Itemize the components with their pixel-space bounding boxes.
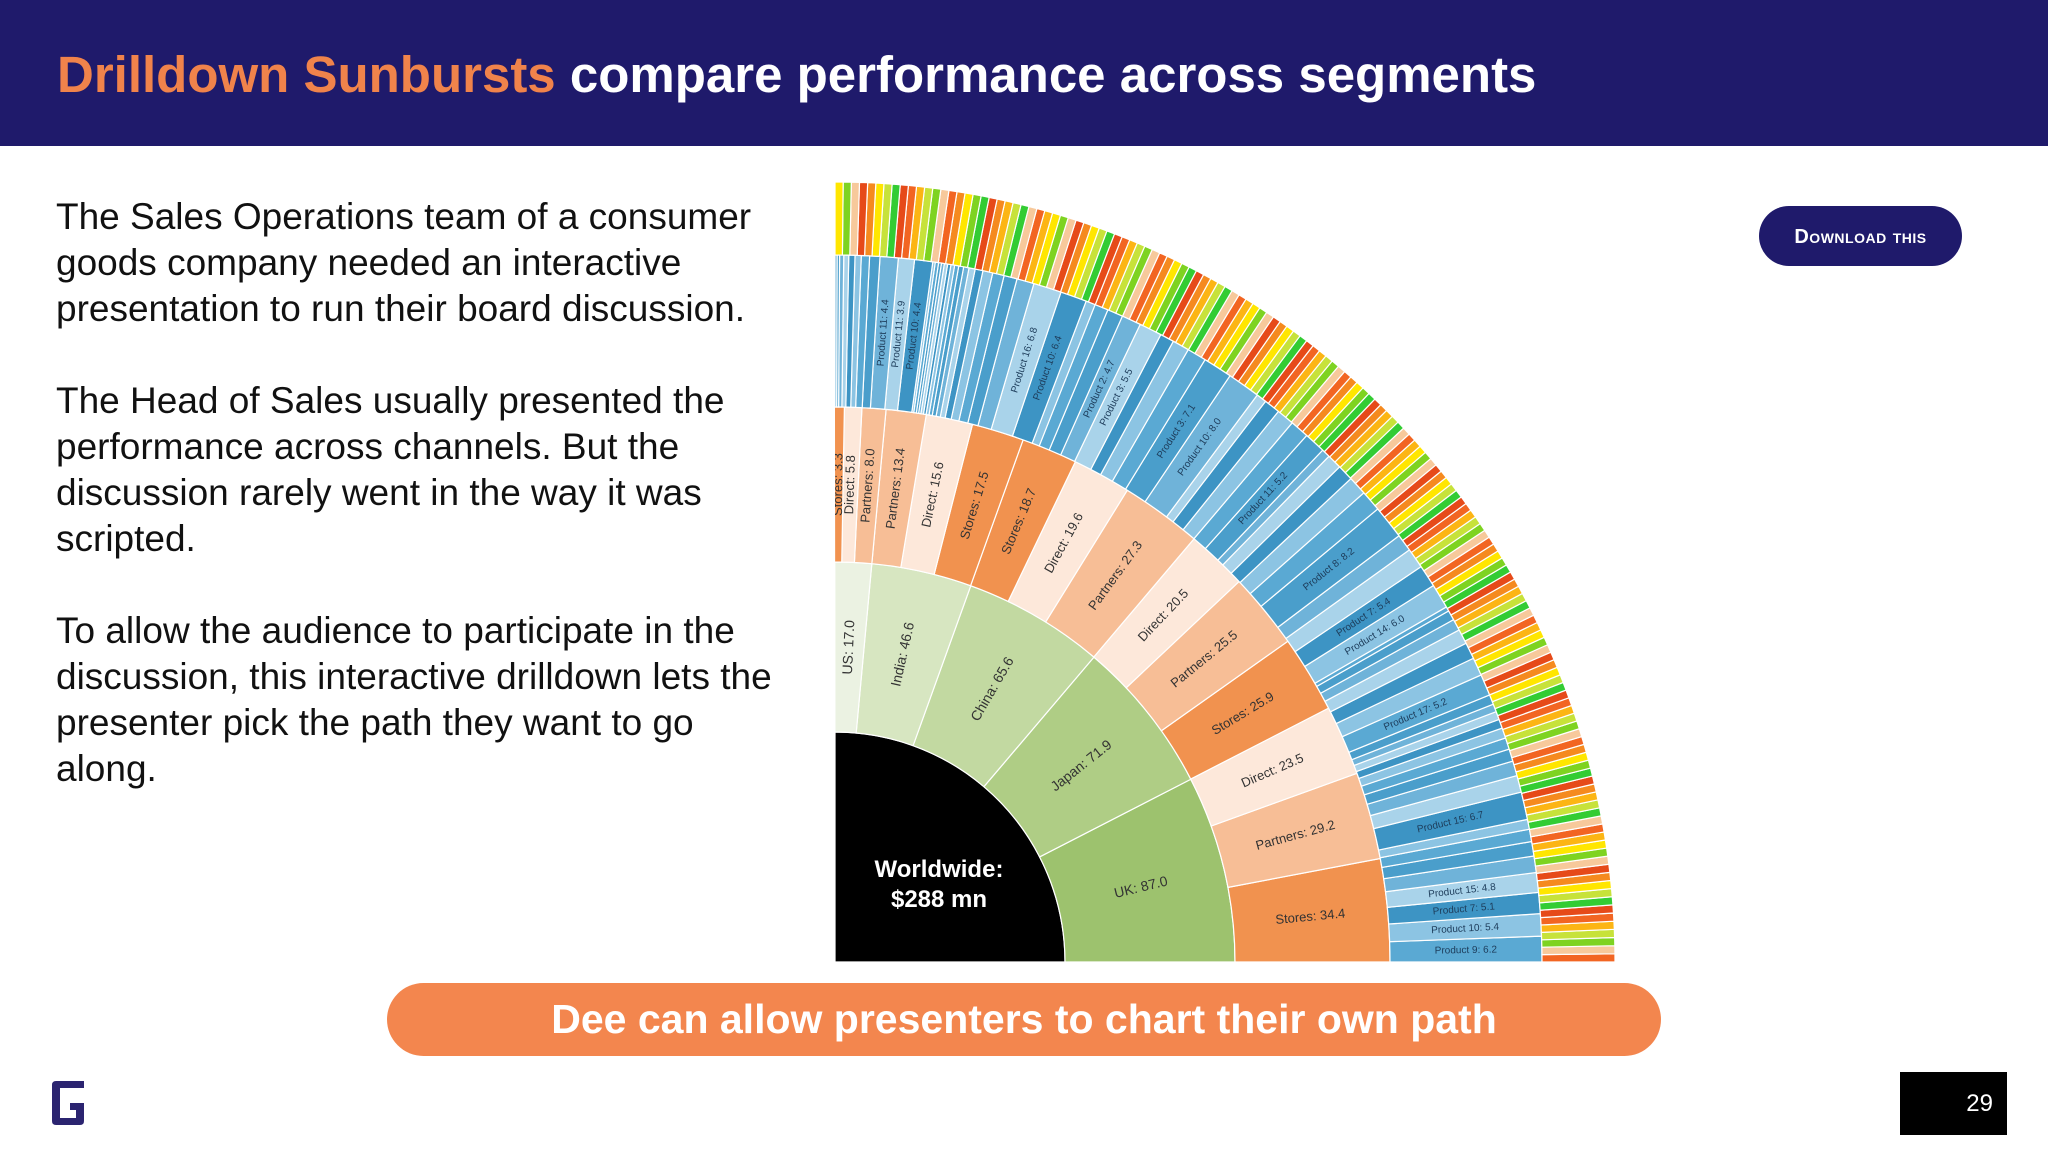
sunburst-root-value: $288 mn bbox=[891, 886, 987, 913]
product-segment-label-2: Product 7: 5.1 bbox=[1432, 901, 1495, 917]
product-segment-label-70: Product 11: 4.4 bbox=[875, 299, 891, 367]
outer-ring-segment-148[interactable] bbox=[841, 181, 852, 256]
header-bar: Drilldown Sunbursts compare performance … bbox=[0, 0, 2048, 146]
body-text: The Sales Operations team of a consumer … bbox=[56, 194, 796, 838]
title-highlight: Drilldown Sunbursts bbox=[57, 46, 556, 103]
channel-segment-label-13: Direct: 5.8 bbox=[841, 455, 858, 515]
product-segment-label-0: Product 9: 6.2 bbox=[1435, 945, 1498, 957]
title-rest: compare performance across segments bbox=[555, 46, 1537, 103]
paragraph-3: To allow the audience to participate in … bbox=[56, 610, 772, 789]
sunburst-root-label: Worldwide: bbox=[875, 856, 1004, 883]
channel-segment-label-14: Stores: 3.3 bbox=[835, 453, 845, 516]
callout-banner: Dee can allow presenters to chart their … bbox=[387, 983, 1661, 1056]
company-logo-icon bbox=[52, 1081, 84, 1125]
product-segment-78[interactable] bbox=[835, 254, 838, 408]
country-segment-label-4: US: 17.0 bbox=[839, 619, 857, 674]
product-segment-label-1: Product 10: 5.4 bbox=[1431, 922, 1500, 937]
page-title: Drilldown Sunbursts compare performance … bbox=[57, 44, 1536, 106]
paragraph-1: The Sales Operations team of a consumer … bbox=[56, 196, 752, 329]
outer-ring-segment-149[interactable] bbox=[835, 181, 844, 256]
download-button[interactable]: Download this bbox=[1759, 206, 1962, 266]
channel-segment-label-0: Stores: 34.4 bbox=[1275, 905, 1346, 927]
channel-segment-label-12: Partners: 8.0 bbox=[857, 448, 877, 523]
page-number: 29 bbox=[1900, 1072, 2007, 1135]
paragraph-2: The Head of Sales usually presented the … bbox=[56, 380, 725, 559]
